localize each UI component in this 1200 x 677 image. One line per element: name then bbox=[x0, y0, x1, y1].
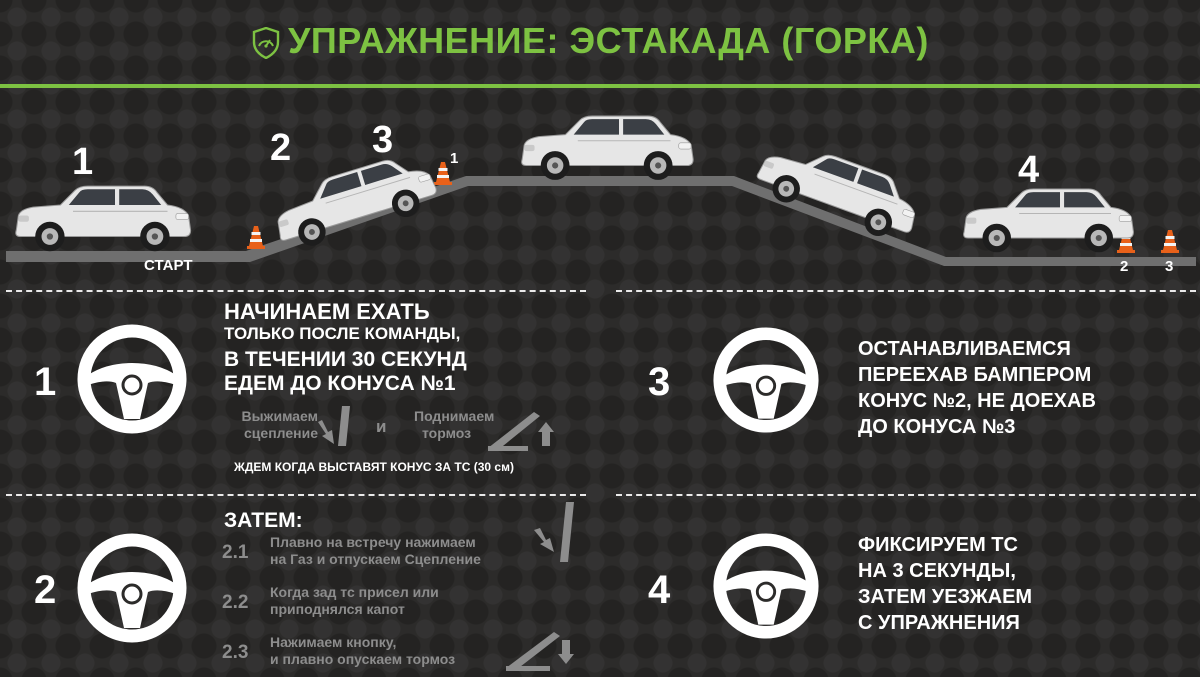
step-1-line: ТОЛЬКО ПОСЛЕ КОМАНДЫ, bbox=[224, 324, 461, 343]
step-4-line: С УПРАЖНЕНИЯ bbox=[858, 612, 1020, 634]
substep-text: Плавно на встречу нажимаем на Газ и отпу… bbox=[270, 534, 481, 567]
substep-text: Когда зад тс присел или приподнялся капо… bbox=[270, 584, 439, 617]
position-label-4: 4 bbox=[1018, 149, 1039, 191]
cone-label-1: 1 bbox=[450, 150, 458, 167]
wait-cone-note: ЖДЕМ КОГДА ВЫСТАВЯТ КОНУС ЗА ТС (30 см) bbox=[234, 460, 514, 474]
step-3-line: ОСТАНАВЛИВАЕМСЯ bbox=[858, 338, 1071, 360]
position-label-3: 3 bbox=[372, 119, 393, 161]
steering-wheel-icon bbox=[713, 327, 819, 433]
step-3-line: ПЕРЕЕХАВ БАМПЕРОМ bbox=[858, 364, 1092, 386]
step-4-line: ЗАТЕМ УЕЗЖАЕМ bbox=[858, 586, 1033, 608]
step-2-heading: ЗАТЕМ: bbox=[224, 509, 303, 532]
position-label-1: 1 bbox=[72, 141, 93, 183]
separator bbox=[6, 290, 586, 292]
steering-wheel-icon bbox=[713, 533, 819, 639]
ramp-scene: 1 2 3 4 СТАРТ 1 2 3 bbox=[0, 92, 1200, 282]
car-top-icon bbox=[521, 115, 694, 181]
step-4-line: ФИКСИРУЕМ ТС bbox=[858, 534, 1018, 556]
header: УПРАЖНЕНИЕ: ЭСТАКАДА (ГОРКА) bbox=[0, 0, 1200, 88]
car-position-4-icon bbox=[963, 188, 1134, 253]
cone-icon bbox=[247, 226, 265, 249]
step-4-text: ФИКСИРУЕМ ТС НА 3 СЕКУНДЫ, ЗАТЕМ УЕЗЖАЕМ… bbox=[858, 532, 1032, 636]
step-number-2: 2 bbox=[34, 568, 57, 612]
step-1-line: ЕДЕМ ДО КОНУСА №1 bbox=[224, 372, 456, 395]
page-title: УПРАЖНЕНИЕ: ЭСТАКАДА (ГОРКА) bbox=[288, 20, 929, 61]
step-1-line: НАЧИНАЕМ ЕХАТЬ bbox=[224, 299, 430, 324]
separator bbox=[6, 494, 586, 496]
step-3-text: ОСТАНАВЛИВАЕМСЯ ПЕРЕЕХАВ БАМПЕРОМ КОНУС … bbox=[858, 336, 1096, 440]
step-3-line: ДО КОНУСА №3 bbox=[858, 416, 1016, 438]
substep-number: 2.2 bbox=[222, 592, 249, 613]
separator bbox=[616, 494, 1196, 496]
step-3-line: КОНУС №2, НЕ ДОЕХАВ bbox=[858, 390, 1096, 412]
step-1-text: НАЧИНАЕМ ЕХАТЬ ТОЛЬКО ПОСЛЕ КОМАНДЫ, В Т… bbox=[224, 301, 467, 395]
brake-lever-down-icon bbox=[506, 632, 574, 671]
step-number-3: 3 bbox=[648, 360, 671, 404]
cone-label-3: 3 bbox=[1165, 258, 1173, 275]
title-underline bbox=[0, 84, 1200, 88]
step-number-4: 4 bbox=[648, 568, 671, 612]
car-descending-icon bbox=[751, 133, 927, 248]
substep-number: 2.3 bbox=[222, 642, 249, 663]
car-position-1-icon bbox=[15, 185, 192, 252]
clutch-note: Выжимаем сцепление bbox=[241, 408, 318, 441]
cone-3-icon bbox=[1161, 230, 1179, 253]
step-4-line: НА 3 СЕКУНДЫ, bbox=[858, 560, 1016, 582]
start-label: СТАРТ bbox=[144, 257, 192, 274]
steering-wheel-icon bbox=[77, 324, 187, 434]
position-label-2: 2 bbox=[270, 127, 291, 169]
ramp-road bbox=[6, 176, 1196, 266]
step-1-line: В ТЕЧЕНИИ 30 СЕКУНД bbox=[224, 348, 467, 371]
shield-speedometer-icon bbox=[252, 27, 280, 59]
substep-text: Нажимаем кнопку, и плавно опускаем тормо… bbox=[270, 634, 456, 667]
steering-wheel-icon bbox=[77, 533, 187, 643]
brake-lever-icon bbox=[488, 412, 554, 451]
clutch-pedal-icon bbox=[318, 406, 350, 446]
substep-number: 2.1 bbox=[222, 542, 249, 563]
gas-pedal-icon bbox=[534, 502, 574, 562]
brake-note: Поднимаем тормоз bbox=[414, 408, 495, 441]
cone-label-2: 2 bbox=[1120, 258, 1128, 275]
and-label: и bbox=[376, 417, 387, 436]
step-number-1: 1 bbox=[34, 360, 57, 404]
ramp-diagram: 1 2 3 4 СТАРТ 1 2 3 bbox=[6, 115, 1196, 275]
separator bbox=[616, 290, 1196, 292]
